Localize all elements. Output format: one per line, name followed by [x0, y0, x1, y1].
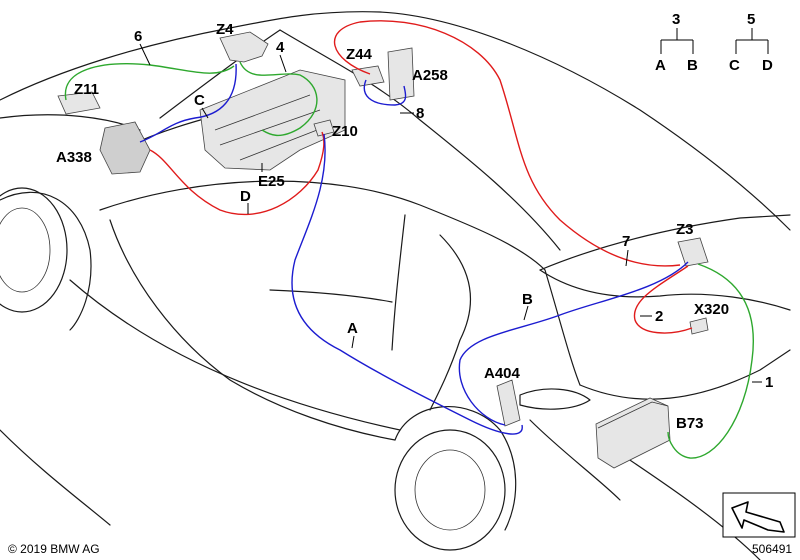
- label-a258: A258: [412, 67, 448, 84]
- label-z10: Z10: [332, 123, 358, 140]
- rear-window-bottom: [539, 269, 791, 311]
- front-wheel-arch: [0, 191, 92, 331]
- label-2: 2: [655, 308, 663, 325]
- labels: Z4 6 4 Z44 A258 8 Z11 C Z10 A338 E25 D 7…: [56, 21, 773, 432]
- copyright-text: © 2019 BMW AG: [8, 542, 100, 556]
- label-z3: Z3: [676, 221, 694, 238]
- rear-lower-2: [529, 419, 621, 501]
- components: [57, 31, 709, 469]
- a338-component: [99, 121, 151, 175]
- rear-door: [429, 234, 471, 411]
- wire-a-blue: [291, 133, 523, 435]
- front-window-sill: [269, 289, 393, 303]
- wire-7-red: [333, 20, 681, 267]
- front-wheel-inner: [0, 207, 51, 293]
- wire-1-green: [667, 263, 754, 459]
- legend-3: 3: [672, 11, 680, 28]
- legend-3-child-a: A: [655, 57, 666, 74]
- leader-a: [351, 335, 355, 349]
- wire-d-red: [149, 131, 325, 216]
- leader-7: [625, 249, 629, 267]
- z4-component: [219, 31, 269, 63]
- label-a: A: [347, 320, 358, 337]
- orientation-arrow-icon: [731, 501, 785, 533]
- rear-wheel-inner: [414, 449, 486, 531]
- x320-component: [689, 317, 709, 335]
- leader-c: [201, 107, 209, 119]
- label-1: 1: [765, 374, 773, 391]
- label-7: 7: [622, 233, 630, 250]
- label-6: 6: [134, 28, 142, 45]
- label-4: 4: [276, 39, 285, 56]
- legend-5-tree: [735, 28, 769, 54]
- legend-3-child-b: B: [687, 57, 698, 74]
- e25-component: [199, 69, 346, 171]
- b-pillar: [391, 214, 406, 351]
- b73-detail: [597, 401, 669, 429]
- belt-line: [99, 180, 546, 271]
- z3-component: [677, 237, 709, 267]
- label-d: D: [240, 188, 251, 205]
- leader-b: [523, 305, 529, 321]
- label-z11: Z11: [74, 81, 99, 98]
- z10-component: [313, 119, 335, 137]
- wire-c-blue: [139, 63, 237, 143]
- legend-5-child-c: C: [729, 57, 740, 74]
- front-door: [109, 219, 396, 441]
- c-pillar: [544, 269, 581, 386]
- rear-wheel: [394, 429, 506, 551]
- label-c: C: [194, 92, 205, 109]
- tail-light: [519, 388, 591, 410]
- label-b: B: [522, 291, 533, 308]
- a404-component: [496, 379, 521, 427]
- label-b73: B73: [676, 415, 704, 432]
- rear-wheel-arch: [394, 406, 517, 531]
- front-wheel: [0, 187, 68, 313]
- footer: © 2019 BMW AG 506491: [8, 492, 796, 556]
- label-a338: A338: [56, 149, 92, 166]
- wire-4-green: [239, 61, 318, 137]
- leader-lines: [139, 43, 762, 383]
- legend-5: 5: [747, 11, 755, 28]
- legend-3-tree: [660, 28, 694, 54]
- wire-8-blue: [363, 79, 407, 106]
- wire-b-blue: [458, 261, 689, 426]
- legend: 3 A B 5 C D: [655, 11, 773, 74]
- wire-2-red: [633, 265, 693, 334]
- label-x320: X320: [694, 301, 729, 318]
- a258-component: [387, 47, 415, 101]
- rear-window-top: [539, 214, 791, 271]
- z44-component: [351, 65, 385, 87]
- z11-component: [57, 91, 101, 115]
- roof-inner: [279, 29, 561, 251]
- label-z4: Z4: [216, 21, 234, 38]
- leader-6: [139, 43, 151, 66]
- bottom-curve: [0, 429, 111, 526]
- rear-bumper: [579, 349, 791, 400]
- leader-4: [279, 54, 287, 73]
- label-a404: A404: [484, 365, 521, 382]
- label-e25: E25: [258, 173, 285, 190]
- label-z44: Z44: [346, 46, 373, 63]
- reference-number: 506491: [752, 542, 792, 556]
- car-body: [0, 11, 791, 560]
- e25-detail: [214, 94, 331, 161]
- a-pillar: [159, 29, 281, 119]
- b73-battery: [595, 397, 671, 469]
- label-8: 8: [416, 105, 424, 122]
- sill-line: [69, 279, 401, 431]
- legend-5-child-d: D: [762, 57, 773, 74]
- roof-outline: [0, 11, 791, 231]
